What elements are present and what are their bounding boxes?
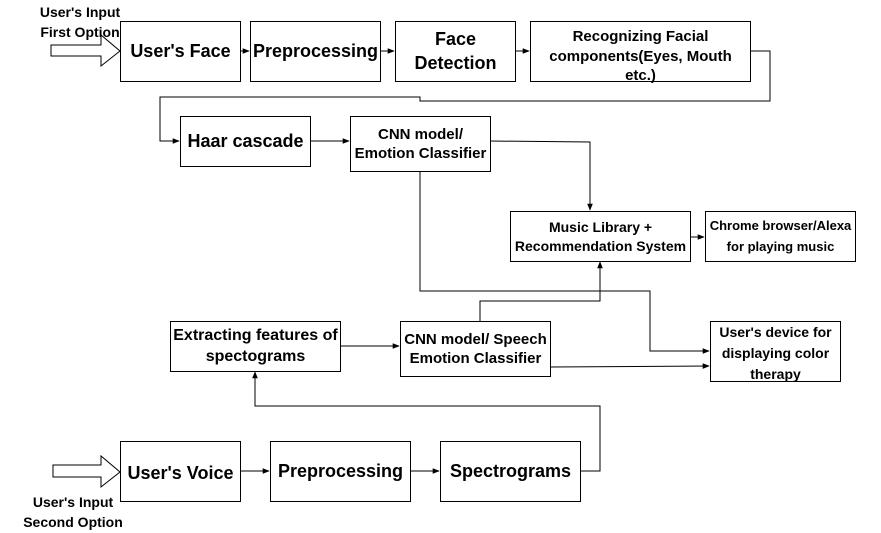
haar-cascade-box: Haar cascade <box>180 116 311 167</box>
cnn-speech-classifier-box: CNN model/ Speech Emotion Classifier <box>400 321 551 377</box>
recognizing-components-box: Recognizing Facial components(Eyes, Mout… <box>530 21 751 84</box>
users-voice-box: User's Voice <box>120 441 241 502</box>
face-detection-box: Face Detection <box>395 21 516 82</box>
input-arrow-second <box>52 454 121 489</box>
preprocessing-face-box: Preprocessing <box>250 21 381 82</box>
color-therapy-device-box: User's device for displaying color thera… <box>710 321 841 382</box>
input-arrow-first <box>50 33 121 68</box>
input-label-first-line1: User's Input <box>39 4 121 20</box>
arrow-speech-cnn-to-device <box>549 363 710 369</box>
input-label-first: User's Input First Option <box>30 2 130 42</box>
users-face-box: User's Face <box>120 21 241 82</box>
chrome-alexa-box: Chrome browser/Alexa for playing music <box>705 211 856 262</box>
arrow-speech-cnn-to-music <box>479 261 603 321</box>
spectrograms-box: Spectrograms <box>440 441 581 502</box>
arrow-recognizing-to-haar <box>159 50 771 144</box>
arrow-spectrograms-to-features <box>252 371 601 472</box>
input-label-second: User's Input Second Option <box>18 492 128 532</box>
input-label-second-line1: User's Input <box>32 494 114 510</box>
arrow-cnn-to-device <box>419 171 710 354</box>
cnn-emotion-classifier-box: CNN model/ Emotion Classifier <box>350 116 491 172</box>
input-label-second-line2: Second Option <box>23 514 123 530</box>
preprocessing-voice-box: Preprocessing <box>270 441 411 502</box>
music-library-box: Music Library + Recommendation System <box>510 211 691 262</box>
arrow-cnn-to-music <box>489 140 593 211</box>
extracting-features-box: Extracting features of spectograms <box>170 321 341 372</box>
input-label-first-line2: First Option <box>40 24 120 40</box>
